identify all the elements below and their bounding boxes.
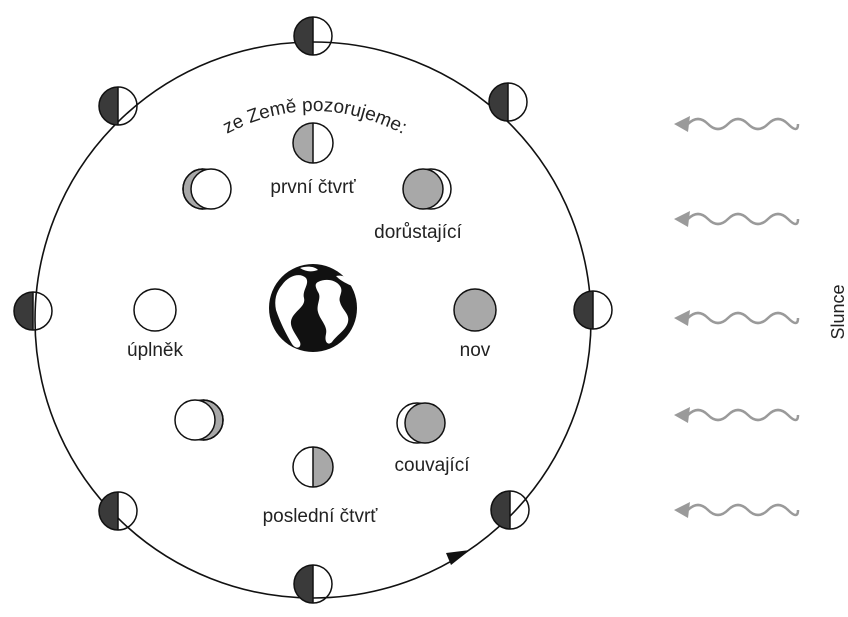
orbit-moon xyxy=(490,490,530,530)
label-waning: couvající xyxy=(395,455,471,476)
wavy-arrow-icon xyxy=(674,211,800,227)
orbit-moon xyxy=(293,16,333,56)
wavy-arrow-icon xyxy=(674,502,800,518)
wavy-arrow-icon xyxy=(674,116,800,132)
orbit-moon xyxy=(98,86,138,126)
sunlight-arrows xyxy=(674,116,800,518)
label-last-quarter: poslední čtvrť xyxy=(263,506,379,527)
phase-upper-left-gibbous xyxy=(182,168,232,210)
phase-full xyxy=(133,288,177,332)
phase-waning xyxy=(396,402,446,444)
phase-waxing xyxy=(402,168,452,210)
phase-new xyxy=(453,288,497,332)
orbit-moons xyxy=(13,16,613,604)
orbit-moon xyxy=(13,291,53,331)
observation-caption: ze Země pozorujeme: xyxy=(220,95,411,139)
label-full: úplněk xyxy=(127,340,183,361)
orbit-moon xyxy=(488,82,528,122)
label-waxing: dorůstající xyxy=(374,222,462,243)
orbit-moon xyxy=(98,491,138,531)
wavy-arrow-icon xyxy=(674,407,800,423)
phase-lower-left-gibbous xyxy=(174,399,224,441)
earth-globe-icon xyxy=(269,264,357,352)
sun-label: Slunce xyxy=(828,284,848,339)
wavy-arrow-icon xyxy=(674,310,800,326)
observation-caption-text: ze Země pozorujeme: xyxy=(220,95,411,139)
label-new: nov xyxy=(460,340,491,361)
orbit-direction-arrow xyxy=(446,550,470,565)
orbit-moon xyxy=(293,564,333,604)
phase-first-quarter xyxy=(292,122,334,164)
label-first-quarter: první čtvrť xyxy=(270,177,356,198)
phase-last-quarter xyxy=(292,446,334,488)
orbit-moon xyxy=(573,290,613,330)
